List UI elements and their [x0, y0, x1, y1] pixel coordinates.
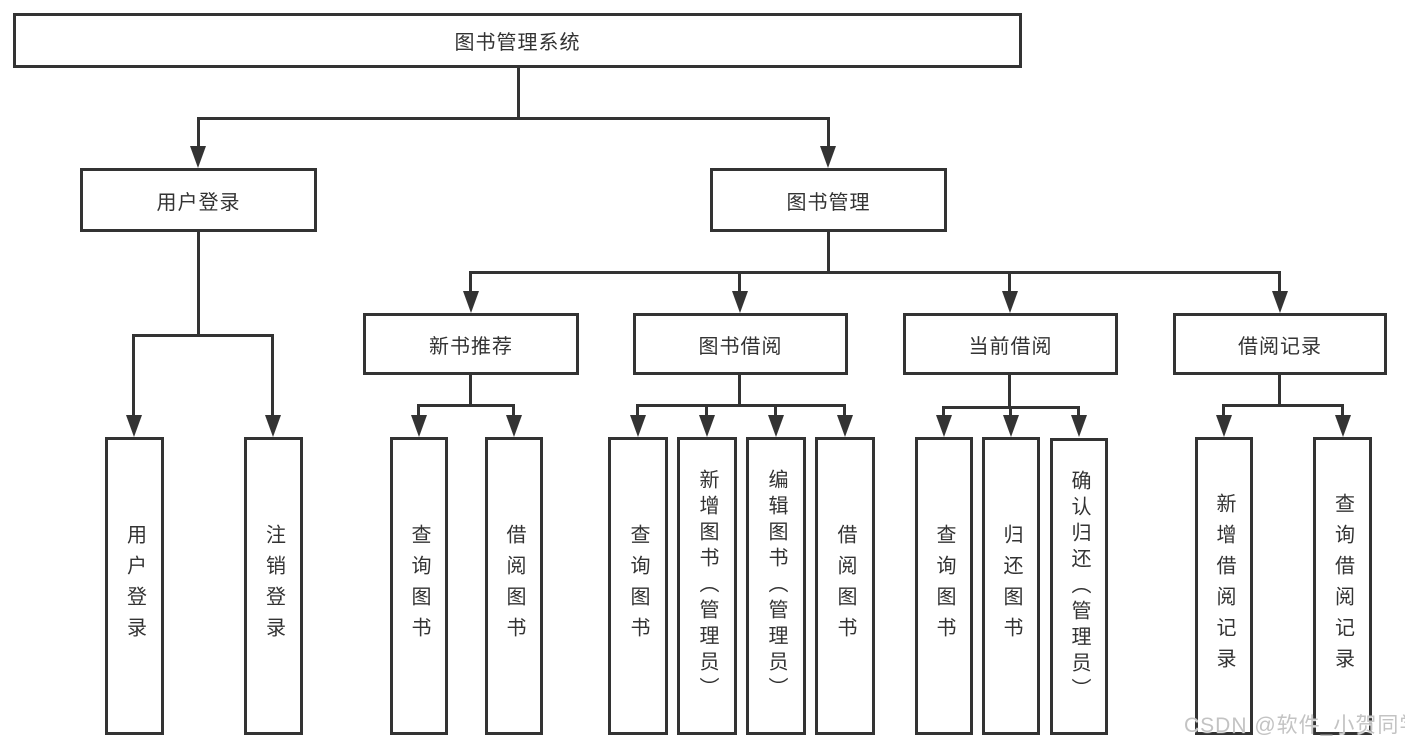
node-confirm-return-admin-label: 确认归还（管理员）	[1068, 469, 1090, 704]
node-library-system-label: 图书管理系统	[454, 32, 581, 54]
connector-vertical-line	[705, 404, 708, 417]
arrowhead-down-icon	[506, 415, 522, 437]
connector-horizontal-line	[417, 404, 515, 407]
connector-vertical-line	[774, 404, 777, 417]
node-query-books-borrowing-label: 查询图书	[627, 524, 649, 648]
connector-vertical-line	[738, 375, 741, 407]
node-query-books-current: 查询图书	[915, 437, 973, 735]
node-add-books-admin-label: 新增图书（管理员）	[696, 469, 718, 703]
connector-vertical-line	[1278, 271, 1281, 293]
connector-vertical-line	[1008, 271, 1011, 293]
node-current-borrowing: 当前借阅	[903, 313, 1118, 375]
node-query-borrow-record: 查询借阅记录	[1313, 437, 1372, 735]
connector-vertical-line	[738, 271, 741, 293]
node-book-borrowing: 图书借阅	[633, 313, 848, 375]
arrowhead-down-icon	[190, 146, 206, 168]
connector-horizontal-line	[197, 117, 830, 120]
node-user-login-label: 用户登录	[156, 191, 241, 214]
node-current-borrowing-label: 当前借阅	[968, 335, 1053, 358]
arrowhead-down-icon	[820, 146, 836, 168]
arrowhead-down-icon	[126, 415, 142, 437]
connector-vertical-line	[1077, 406, 1080, 418]
arrowhead-down-icon	[1071, 415, 1087, 437]
node-borrowing-records: 借阅记录	[1173, 313, 1387, 375]
node-user-login-leaf-label: 用户登录	[123, 524, 146, 648]
node-query-books-current-label: 查询图书	[933, 524, 955, 648]
connector-vertical-line	[197, 117, 200, 150]
node-confirm-return-admin: 确认归还（管理员）	[1050, 438, 1108, 735]
node-borrow-books-borrowing: 借阅图书	[815, 437, 875, 735]
connector-vertical-line	[197, 232, 200, 337]
node-return-books: 归还图书	[982, 437, 1040, 735]
connector-vertical-line	[132, 334, 135, 417]
connector-vertical-line	[271, 334, 274, 417]
arrowhead-down-icon	[936, 415, 952, 437]
connector-vertical-line	[827, 232, 830, 274]
arrowhead-down-icon	[837, 415, 853, 437]
connector-vertical-line	[827, 117, 830, 150]
node-user-login-leaf: 用户登录	[105, 437, 164, 735]
node-logout-leaf: 注销登录	[244, 437, 303, 735]
node-borrow-books-recommend: 借阅图书	[485, 437, 543, 735]
connector-horizontal-line	[636, 404, 846, 407]
connector-vertical-line	[1341, 404, 1344, 417]
node-library-system: 图书管理系统	[13, 13, 1022, 68]
arrowhead-down-icon	[1003, 415, 1019, 437]
node-query-books-borrowing: 查询图书	[608, 437, 668, 735]
node-add-borrow-record: 新增借阅记录	[1195, 437, 1253, 735]
node-add-borrow-record-label: 新增借阅记录	[1213, 493, 1235, 679]
connector-vertical-line	[517, 68, 520, 118]
arrowhead-down-icon	[265, 415, 281, 437]
node-query-books-recommend-label: 查询图书	[408, 524, 430, 648]
connector-vertical-line	[1278, 375, 1281, 407]
connector-vertical-line	[1008, 375, 1011, 409]
node-query-borrow-record-label: 查询借阅记录	[1331, 493, 1354, 679]
node-edit-books-admin: 编辑图书（管理员）	[746, 437, 806, 735]
connector-vertical-line	[512, 404, 515, 417]
arrowhead-down-icon	[463, 291, 479, 313]
node-borrowing-records-label: 借阅记录	[1238, 335, 1322, 358]
connector-horizontal-line	[469, 271, 1281, 274]
connector-vertical-line	[469, 271, 472, 293]
connector-horizontal-line	[1222, 404, 1344, 407]
connector-vertical-line	[942, 406, 945, 418]
node-book-management-label: 图书管理	[786, 191, 871, 214]
connector-horizontal-line	[942, 406, 1080, 409]
arrowhead-down-icon	[699, 415, 715, 437]
node-add-books-admin: 新增图书（管理员）	[677, 437, 737, 735]
node-book-management: 图书管理	[710, 168, 947, 232]
arrowhead-down-icon	[1272, 291, 1288, 313]
arrowhead-down-icon	[630, 415, 646, 437]
node-new-book-recommend-label: 新书推荐	[429, 335, 513, 358]
node-user-login: 用户登录	[80, 168, 317, 232]
arrowhead-down-icon	[768, 415, 784, 437]
connector-horizontal-line	[132, 334, 274, 337]
connector-vertical-line	[469, 375, 472, 407]
arrowhead-down-icon	[732, 291, 748, 313]
arrowhead-down-icon	[411, 415, 427, 437]
connector-vertical-line	[1009, 406, 1012, 418]
csdn-watermark: CSDN @软件_小贺同学	[1184, 714, 1405, 737]
arrowhead-down-icon	[1216, 415, 1232, 437]
node-book-borrowing-label: 图书借阅	[698, 335, 783, 358]
arrowhead-down-icon	[1002, 291, 1018, 313]
connector-vertical-line	[843, 404, 846, 417]
node-query-books-recommend: 查询图书	[390, 437, 448, 735]
node-borrow-books-borrowing-label: 借阅图书	[834, 524, 856, 648]
node-return-books-label: 归还图书	[1000, 524, 1022, 648]
node-borrow-books-recommend-label: 借阅图书	[503, 524, 525, 648]
node-new-book-recommend: 新书推荐	[363, 313, 579, 375]
node-logout-leaf-label: 注销登录	[262, 524, 285, 648]
node-edit-books-admin-label: 编辑图书（管理员）	[765, 469, 787, 703]
arrowhead-down-icon	[1335, 415, 1351, 437]
connector-vertical-line	[636, 404, 639, 417]
connector-vertical-line	[417, 404, 420, 417]
connector-vertical-line	[1222, 404, 1225, 417]
